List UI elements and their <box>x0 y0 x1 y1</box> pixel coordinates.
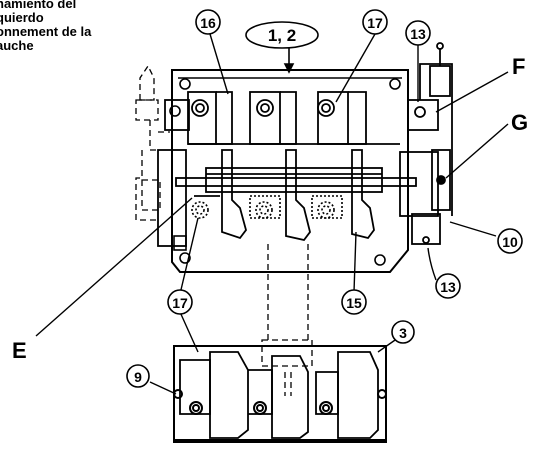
callout-3: 3 <box>391 320 415 344</box>
letter-labels: F G E <box>12 54 528 363</box>
letter-f: F <box>512 54 525 79</box>
callout-3-label: 3 <box>399 325 407 341</box>
callouts: 1, 2 16 17 13 10 13 15 17 <box>126 9 523 388</box>
callout-16-label: 16 <box>200 15 216 31</box>
callout-17-bottom: 17 <box>167 289 193 315</box>
callout-15: 15 <box>341 289 367 315</box>
callout-10-label: 10 <box>502 234 518 250</box>
callout-10: 10 <box>497 228 523 254</box>
callout-13-bottom-label: 13 <box>440 279 456 295</box>
ghost-outline <box>135 64 170 221</box>
callout-16: 16 <box>195 9 221 35</box>
callout-13-top: 13 <box>405 20 431 46</box>
contact-blocks <box>187 91 400 145</box>
lower-assembly <box>173 345 387 443</box>
left-bracket <box>157 99 190 251</box>
callout-1-2-label: 1, 2 <box>268 26 296 45</box>
orientation-note: namiento del quierdo onnement de la auch… <box>0 0 91 53</box>
callout-9-label: 9 <box>134 369 142 385</box>
note-line-3: onnement de la <box>0 24 92 39</box>
callout-17-bottom-label: 17 <box>172 295 188 311</box>
callout-13-top-label: 13 <box>410 26 426 42</box>
note-line-1: namiento del <box>0 0 77 11</box>
callout-13-bottom: 13 <box>435 273 461 299</box>
upper-frame <box>171 69 409 273</box>
callout-17-top: 17 <box>362 9 388 35</box>
callout-9: 9 <box>126 364 150 388</box>
letter-e: E <box>12 338 27 363</box>
callout-1-2: 1, 2 <box>245 21 319 49</box>
leader-lines <box>35 33 509 395</box>
blades <box>194 149 375 242</box>
dashed-link <box>261 244 313 396</box>
callout-17-top-label: 17 <box>367 15 383 31</box>
note-line-2: quierdo <box>0 10 44 25</box>
letter-g: G <box>511 110 528 135</box>
lower-screws <box>191 195 343 219</box>
callout-15-label: 15 <box>346 295 362 311</box>
right-mechanism <box>399 42 453 245</box>
